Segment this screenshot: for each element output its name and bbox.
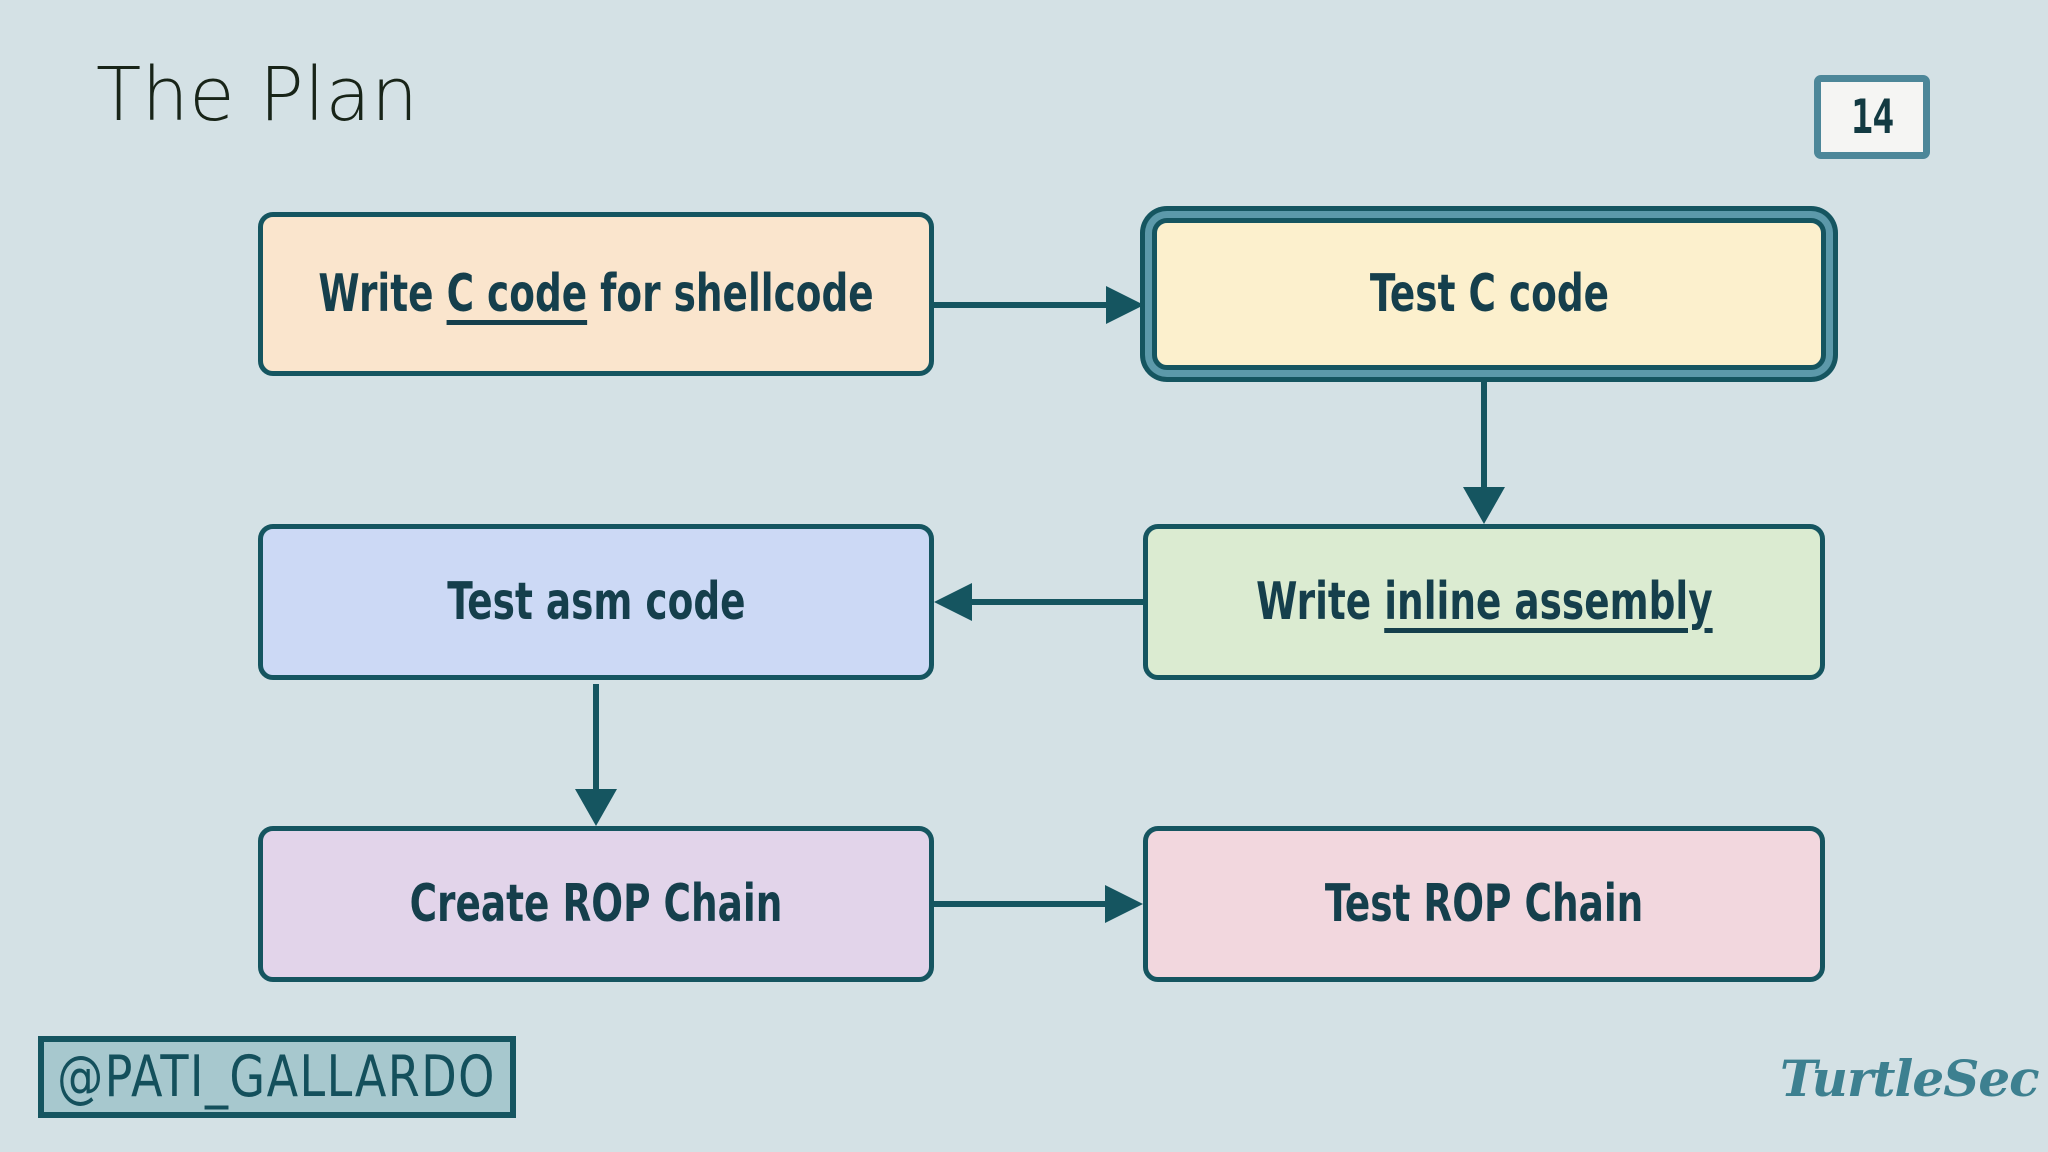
label-suffix: for shellcode [587,263,874,324]
page-title: The Plan [96,52,419,138]
flow-arrow-test-c-code-to-write-inline-assembly [1463,382,1505,524]
label-emphasis: C code [446,263,588,324]
flow-node-label: Write inline assembly [1255,571,1713,632]
flow-arrow-test-asm-code-to-create-rop-chain [575,684,617,826]
flow-node-write-inline-assembly[interactable]: Write inline assembly [1143,524,1825,680]
flow-node-label: Test ROP Chain [1324,873,1644,934]
label-emphasis: inline assembly [1383,571,1713,632]
page-number-badge: 14 [1814,75,1930,159]
flow-node-create-rop-chain[interactable]: Create ROP Chain [258,826,934,982]
flow-node-label: Write C code for shellcode [318,263,874,324]
flow-arrow-write-inline-assembly-to-test-asm-code [934,583,1143,621]
flow-node-write-c-code[interactable]: Write C code for shellcode [258,212,934,376]
flow-arrow-create-rop-chain-to-test-rop-chain [934,885,1143,923]
flow-node-test-asm-code[interactable]: Test asm code [258,524,934,680]
flow-node-test-rop-chain[interactable]: Test ROP Chain [1143,826,1825,982]
author-handle-badge: @PATI_GALLARDO [38,1036,516,1118]
label-prefix: Write [1255,571,1384,632]
turtlesec-logo: TurtleSec [1780,1049,2040,1108]
flow-arrow-write-c-code-to-test-c-code [934,286,1144,324]
flow-node-label: Test C code [1369,263,1609,324]
page-number-value: 14 [1850,89,1894,145]
flow-node-label: Test asm code [446,571,746,632]
flow-node-test-c-code[interactable]: Test C code [1152,218,1826,370]
label-prefix: Write [318,263,447,324]
author-handle-text: @PATI_GALLARDO [57,1043,497,1111]
flow-node-label: Create ROP Chain [409,873,783,934]
